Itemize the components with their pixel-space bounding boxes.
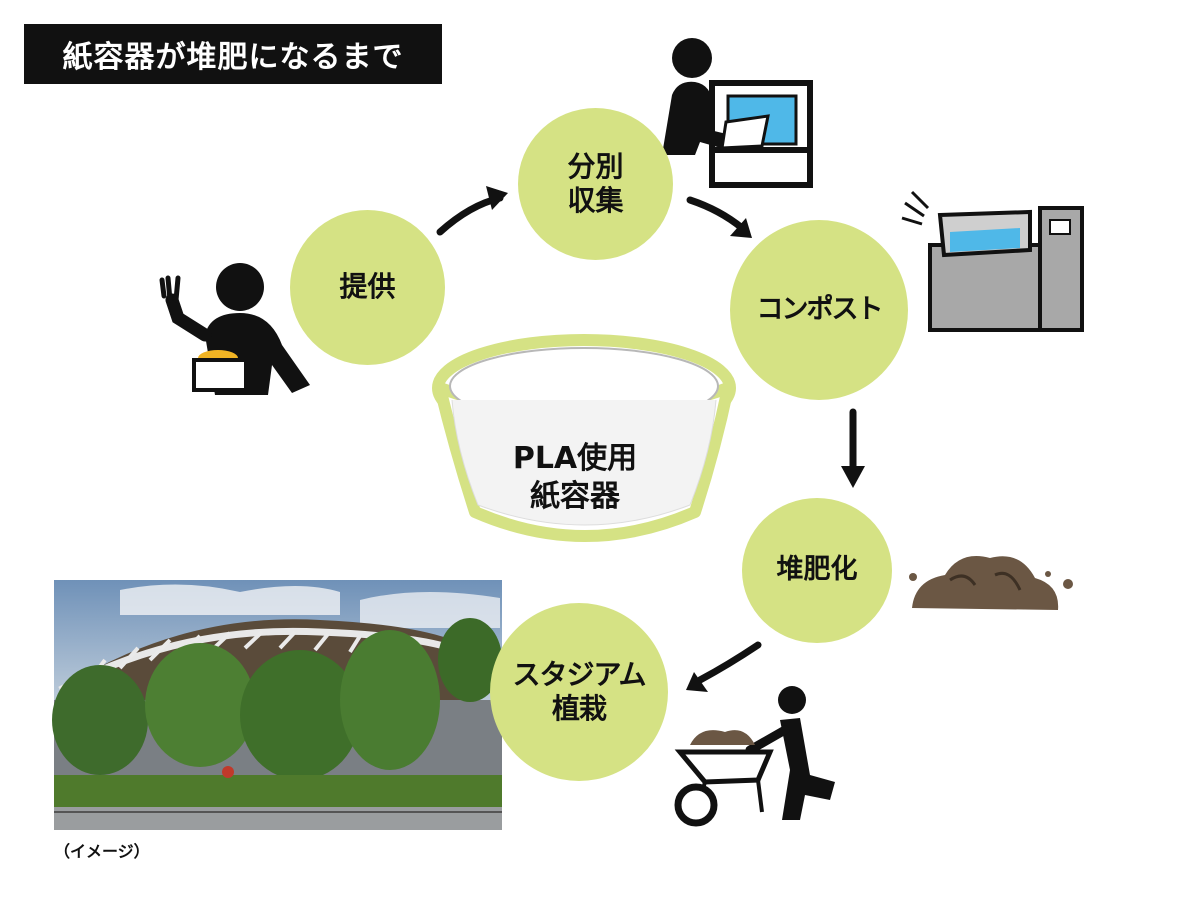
- cup-label: PLA使用 紙容器: [512, 441, 638, 514]
- pla-cup-illustration: [432, 334, 736, 542]
- step-serve: 提供: [290, 210, 445, 365]
- arrow-head-1: [486, 186, 508, 210]
- step-planting: スタジアム 植栽: [490, 603, 668, 781]
- page-title: 紙容器が堆肥になるまで: [24, 24, 442, 84]
- arrow-fertilize-to-planting: [696, 641, 762, 684]
- flow-arrows: [436, 186, 865, 692]
- soil-pile-icon: [909, 556, 1073, 610]
- person-eating-icon: [159, 263, 310, 395]
- arrow-head-3: [841, 466, 865, 488]
- person-sorting-icon: [662, 38, 813, 188]
- step-fertilize: 堆肥化: [742, 498, 892, 643]
- photo-caption: （イメージ）: [54, 842, 150, 861]
- step-collect: 分別 収集: [518, 108, 673, 260]
- arrow-collect-to-compost: [686, 196, 746, 232]
- compost-machine-icon: [901, 190, 1084, 332]
- arrow-head-4: [686, 672, 708, 692]
- arrow-head-2: [730, 218, 752, 238]
- stadium-photo: [52, 580, 502, 830]
- wheelbarrow-person-icon: [674, 686, 835, 827]
- step-compost: コンポスト: [730, 220, 908, 400]
